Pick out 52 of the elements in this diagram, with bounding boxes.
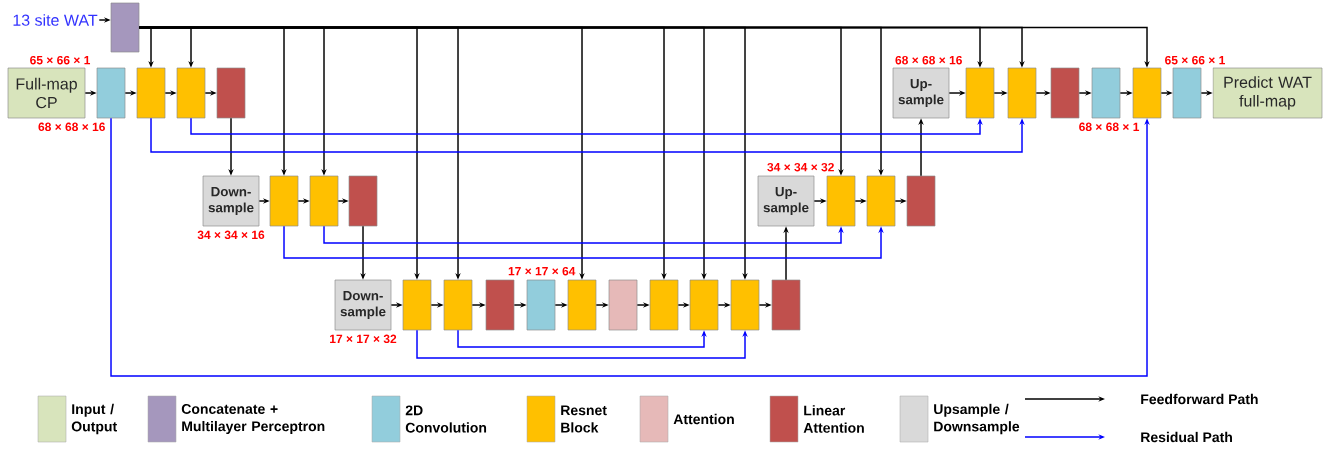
convolution-block bbox=[96, 67, 126, 119]
resnet-block bbox=[965, 67, 995, 119]
tensor-size-label: 65 × 66 × 1 bbox=[28, 54, 92, 66]
resnet-block bbox=[826, 175, 856, 227]
convolution-block bbox=[1172, 67, 1202, 119]
resnet-block bbox=[1007, 67, 1037, 119]
legend-label: Concatenate + Multilayer Perceptron bbox=[181, 404, 325, 434]
resnet-block bbox=[689, 279, 719, 331]
resnet-block bbox=[309, 175, 339, 227]
legend-label: Linear Attention bbox=[803, 405, 864, 433]
tensor-size-label: 34 × 34 × 16 bbox=[196, 229, 267, 241]
downsample-box: Down-sample bbox=[334, 279, 392, 331]
resnet-block bbox=[730, 279, 760, 331]
linear-attention-block bbox=[485, 279, 515, 331]
linear-attention-block bbox=[216, 67, 246, 119]
input-label: 13 site WAT bbox=[13, 14, 98, 26]
tensor-size-label: 65 × 66 × 1 bbox=[1163, 54, 1227, 66]
resnet-block bbox=[567, 279, 597, 331]
downsample-box: Down-sample bbox=[202, 175, 260, 227]
legend-label: Feedforward Path bbox=[1141, 393, 1258, 405]
output-box: Predict WAT full-map bbox=[1212, 67, 1323, 119]
legend-label: Residual Path bbox=[1141, 431, 1232, 443]
attention-block bbox=[608, 279, 638, 331]
resnet-block bbox=[443, 279, 473, 331]
resnet-block bbox=[176, 67, 206, 119]
linear-attention-block bbox=[1050, 67, 1080, 119]
upsample-box: Up-sample bbox=[892, 67, 950, 119]
tensor-size-label: 68 × 68 × 16 bbox=[893, 54, 964, 66]
convolution-block bbox=[1091, 67, 1121, 119]
linear-attention-block bbox=[348, 175, 378, 227]
upsample-box: Up-sample bbox=[757, 175, 815, 227]
resnet-block bbox=[649, 279, 679, 331]
tensor-size-label: 34 × 34 × 32 bbox=[765, 161, 836, 173]
legend-label: 2D Convolution bbox=[405, 405, 487, 433]
mlp-block bbox=[110, 2, 140, 53]
legend-label: Attention bbox=[673, 413, 734, 425]
linear-attention-block bbox=[771, 279, 801, 331]
tensor-size-label: 68 × 68 × 1 bbox=[1077, 121, 1141, 133]
legend-label: Resnet Block bbox=[561, 405, 607, 433]
resnet-block bbox=[1132, 67, 1162, 119]
resnet-block bbox=[866, 175, 896, 227]
resnet-block bbox=[402, 279, 432, 331]
tensor-size-label: 68 × 68 × 16 bbox=[36, 121, 107, 133]
legend-label: Upsample / Downsample bbox=[934, 403, 1020, 435]
tensor-size-label: 17 × 17 × 64 bbox=[506, 265, 577, 277]
linear-attention-block bbox=[906, 175, 936, 227]
input-box: Full-map CP bbox=[7, 67, 86, 119]
convolution-block bbox=[526, 279, 556, 331]
resnet-block bbox=[269, 175, 299, 227]
tensor-size-label: 17 × 17 × 32 bbox=[328, 333, 399, 345]
legend-label: Input / Output bbox=[71, 403, 117, 435]
resnet-block bbox=[136, 67, 166, 119]
